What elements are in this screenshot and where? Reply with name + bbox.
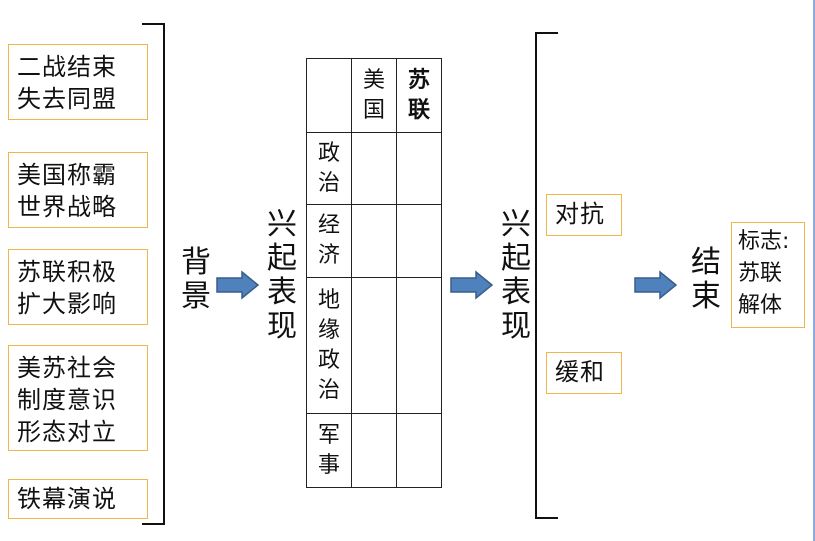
row-header-military: 军 事	[306, 413, 352, 488]
column-header-ussr-char-1: 苏	[407, 67, 430, 93]
table-row: 军 事	[306, 413, 442, 488]
rise-label-1-char-2: 起	[267, 241, 297, 276]
background-box-4-line-1: 美苏社会	[17, 354, 117, 382]
right-bracket-left	[142, 23, 165, 525]
table-cell	[351, 413, 397, 488]
background-box-3-line-1: 苏联积极	[17, 258, 117, 286]
table-row: 政 治	[306, 132, 442, 205]
relation-confront-box: 对抗	[546, 194, 622, 236]
column-header-usa-char-2: 国	[362, 97, 385, 123]
relation-ease-text: 缓和	[555, 358, 605, 386]
table-cell	[396, 132, 442, 205]
table-corner-cell	[306, 58, 352, 133]
rise-label-2: 兴 起 表 现	[498, 208, 534, 344]
table-cell	[396, 413, 442, 488]
arrow-1	[216, 270, 260, 300]
row-header-economy-char-2: 济	[317, 243, 340, 268]
row-header-geopolitics-char-3: 政	[317, 347, 340, 373]
background-box-2: 美国称霸 世界战略	[8, 152, 148, 228]
rise-label-2-char-2: 起	[501, 241, 531, 276]
row-header-military-char-2: 事	[317, 452, 340, 478]
arrow-3	[634, 270, 678, 300]
end-label-char-2: 束	[691, 279, 721, 314]
end-marker-line-2: 苏联	[738, 261, 783, 286]
end-label: 结 束	[688, 246, 724, 314]
rise-label-1-char-1: 兴	[267, 207, 297, 242]
table-cell	[396, 204, 442, 278]
table-cell	[396, 277, 442, 414]
background-box-4: 美苏社会 制度意识 形态对立	[8, 345, 148, 451]
row-header-politics-char-1: 政	[317, 140, 340, 166]
background-box-5-line-1: 铁幕演说	[17, 485, 117, 513]
background-box-4-line-3: 形态对立	[17, 418, 117, 446]
comparison-table: 美 国 苏 联 政 治 经 济 地 缘 政 治	[306, 58, 442, 488]
row-header-geopolitics-char-4: 治	[317, 377, 340, 403]
background-box-4-line-2: 制度意识	[17, 386, 117, 414]
table-cell	[351, 132, 397, 205]
rise-label-1-char-4: 现	[267, 309, 297, 344]
background-box-5: 铁幕演说	[8, 479, 148, 519]
arrow-2	[450, 270, 494, 300]
column-header-ussr: 苏 联	[396, 58, 442, 133]
table-row: 地 缘 政 治	[306, 277, 442, 414]
row-header-politics: 政 治	[306, 132, 352, 205]
row-header-economy: 经 济	[306, 204, 352, 278]
background-label: 背 景	[178, 246, 214, 314]
background-label-char-2: 景	[181, 279, 211, 314]
end-marker-line-1: 标志:	[738, 229, 790, 254]
rise-label-1: 兴 起 表 现	[264, 208, 300, 344]
background-box-1: 二战结束 失去同盟	[8, 44, 148, 120]
rise-label-2-char-3: 表	[501, 275, 531, 310]
rise-label-2-char-1: 兴	[501, 207, 531, 242]
background-box-1-line-1: 二战结束	[17, 53, 117, 81]
column-header-usa-char-1: 美	[362, 67, 385, 93]
column-header-ussr-char-2: 联	[407, 97, 430, 123]
table-row: 经 济	[306, 204, 442, 278]
rise-label-1-char-3: 表	[267, 275, 297, 310]
background-box-2-line-1: 美国称霸	[17, 161, 117, 189]
column-header-usa: 美 国	[351, 58, 397, 133]
end-marker-box: 标志: 苏联 解体	[731, 222, 805, 328]
row-header-geopolitics-char-1: 地	[317, 287, 340, 313]
relation-confront-text: 对抗	[555, 200, 605, 228]
right-edge-divider	[813, 0, 815, 541]
table-header-row: 美 国 苏 联	[306, 58, 442, 133]
table-cell	[351, 277, 397, 414]
row-header-geopolitics: 地 缘 政 治	[306, 277, 352, 414]
left-bracket-relations	[535, 32, 558, 519]
background-label-char-1: 背	[181, 245, 211, 280]
background-box-3-line-2: 扩大影响	[17, 290, 117, 318]
end-label-char-1: 结	[691, 245, 721, 280]
background-box-2-line-2: 世界战略	[17, 193, 117, 221]
row-header-politics-char-2: 治	[317, 170, 340, 196]
row-header-economy-char-1: 经	[317, 213, 340, 238]
background-box-3: 苏联积极 扩大影响	[8, 249, 148, 325]
table-cell	[351, 204, 397, 278]
row-header-geopolitics-char-2: 缘	[317, 317, 340, 343]
relation-ease-box: 缓和	[546, 352, 622, 394]
row-header-military-char-1: 军	[317, 422, 340, 448]
rise-label-2-char-4: 现	[501, 309, 531, 344]
background-box-1-line-2: 失去同盟	[17, 85, 117, 113]
end-marker-line-3: 解体	[738, 293, 783, 318]
